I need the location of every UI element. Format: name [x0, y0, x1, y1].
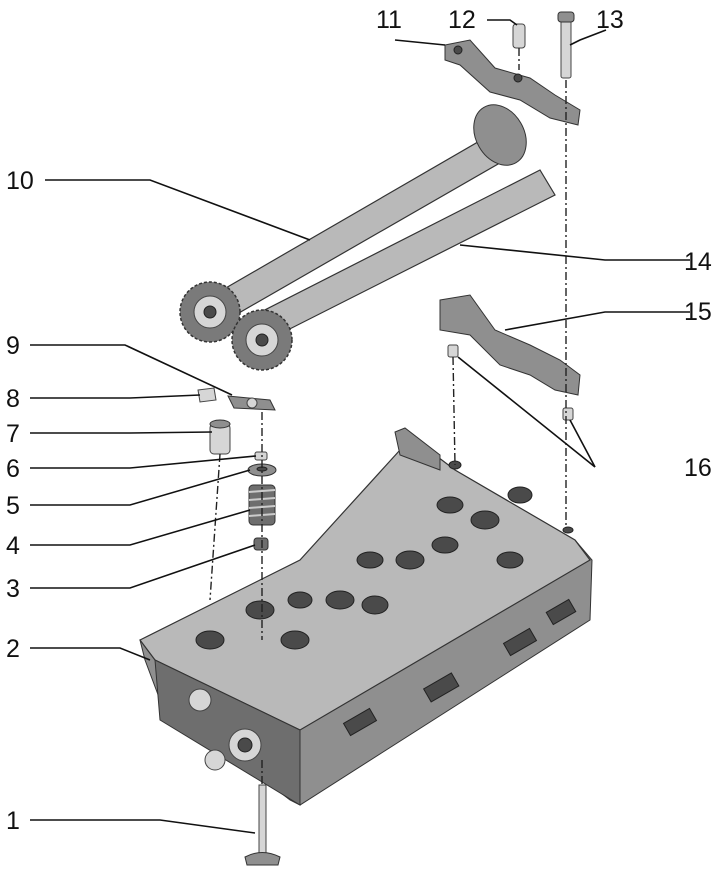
callout-16: 16 — [684, 454, 712, 482]
valve — [244, 784, 281, 866]
callout-8: 8 — [6, 385, 20, 413]
bearing-cap-15 — [439, 294, 581, 396]
leader-lines — [30, 19, 690, 834]
callout-9: 9 — [6, 332, 20, 360]
camshaft-upper — [179, 104, 527, 343]
bearing-cap-11 — [444, 39, 581, 126]
roller-rocker — [227, 395, 276, 411]
clip — [197, 387, 217, 403]
callout-14: 14 — [684, 248, 712, 276]
valve-cotters — [254, 451, 268, 461]
callout-6: 6 — [6, 455, 20, 483]
callout-4: 4 — [6, 532, 20, 560]
valve-stem-seal — [253, 537, 269, 551]
callout-15: 15 — [684, 298, 712, 326]
callout-5: 5 — [6, 492, 20, 520]
callout-10: 10 — [6, 167, 34, 195]
deck-cavities — [195, 460, 574, 650]
bolt-13 — [557, 11, 575, 79]
assembly-lines — [209, 48, 567, 785]
dowel-sleeve-12 — [512, 23, 526, 49]
callout-1: 1 — [6, 807, 20, 835]
callout-7: 7 — [6, 420, 20, 448]
cylinder-head — [139, 427, 593, 806]
hydraulic-lifter — [209, 419, 231, 455]
callout-13: 13 — [596, 6, 624, 34]
callouts: 1 2 3 4 5 6 7 8 9 10 11 12 13 14 15 16 — [6, 6, 712, 835]
callout-11: 11 — [376, 6, 402, 34]
callout-2: 2 — [6, 635, 20, 663]
camshaft-lower — [231, 169, 556, 371]
callout-12: 12 — [448, 6, 476, 34]
callout-3: 3 — [6, 575, 20, 603]
